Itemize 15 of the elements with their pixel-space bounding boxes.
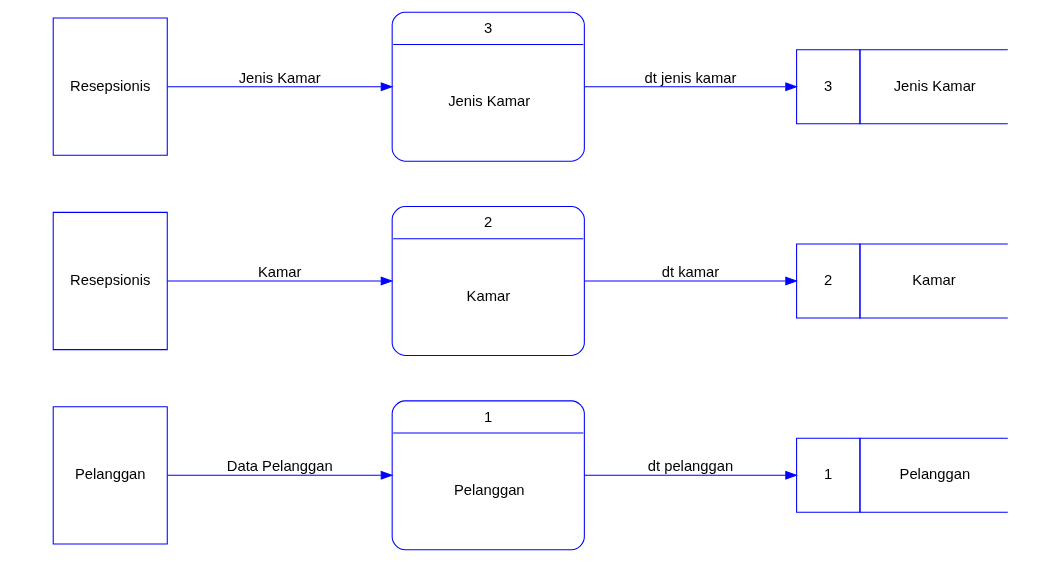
edge-label: dt pelanggan [647, 458, 733, 475]
edge-label: Data Pelanggan [226, 458, 333, 475]
edge-label: dt kamar [661, 263, 719, 280]
arrow [583, 276, 798, 286]
node-box: Resepsionis [52, 211, 168, 351]
edge-label: Jenis Kamar [238, 69, 321, 86]
edge-label: dt jenis kamar [644, 69, 736, 86]
edge-label: Kamar [257, 263, 301, 280]
arrow [166, 82, 393, 92]
node-box: Pelanggan [52, 406, 168, 545]
arrow [166, 276, 393, 286]
arrow [166, 470, 393, 480]
arrow [583, 470, 798, 480]
node-box: Resepsionis [52, 17, 168, 156]
arrow [583, 82, 798, 92]
